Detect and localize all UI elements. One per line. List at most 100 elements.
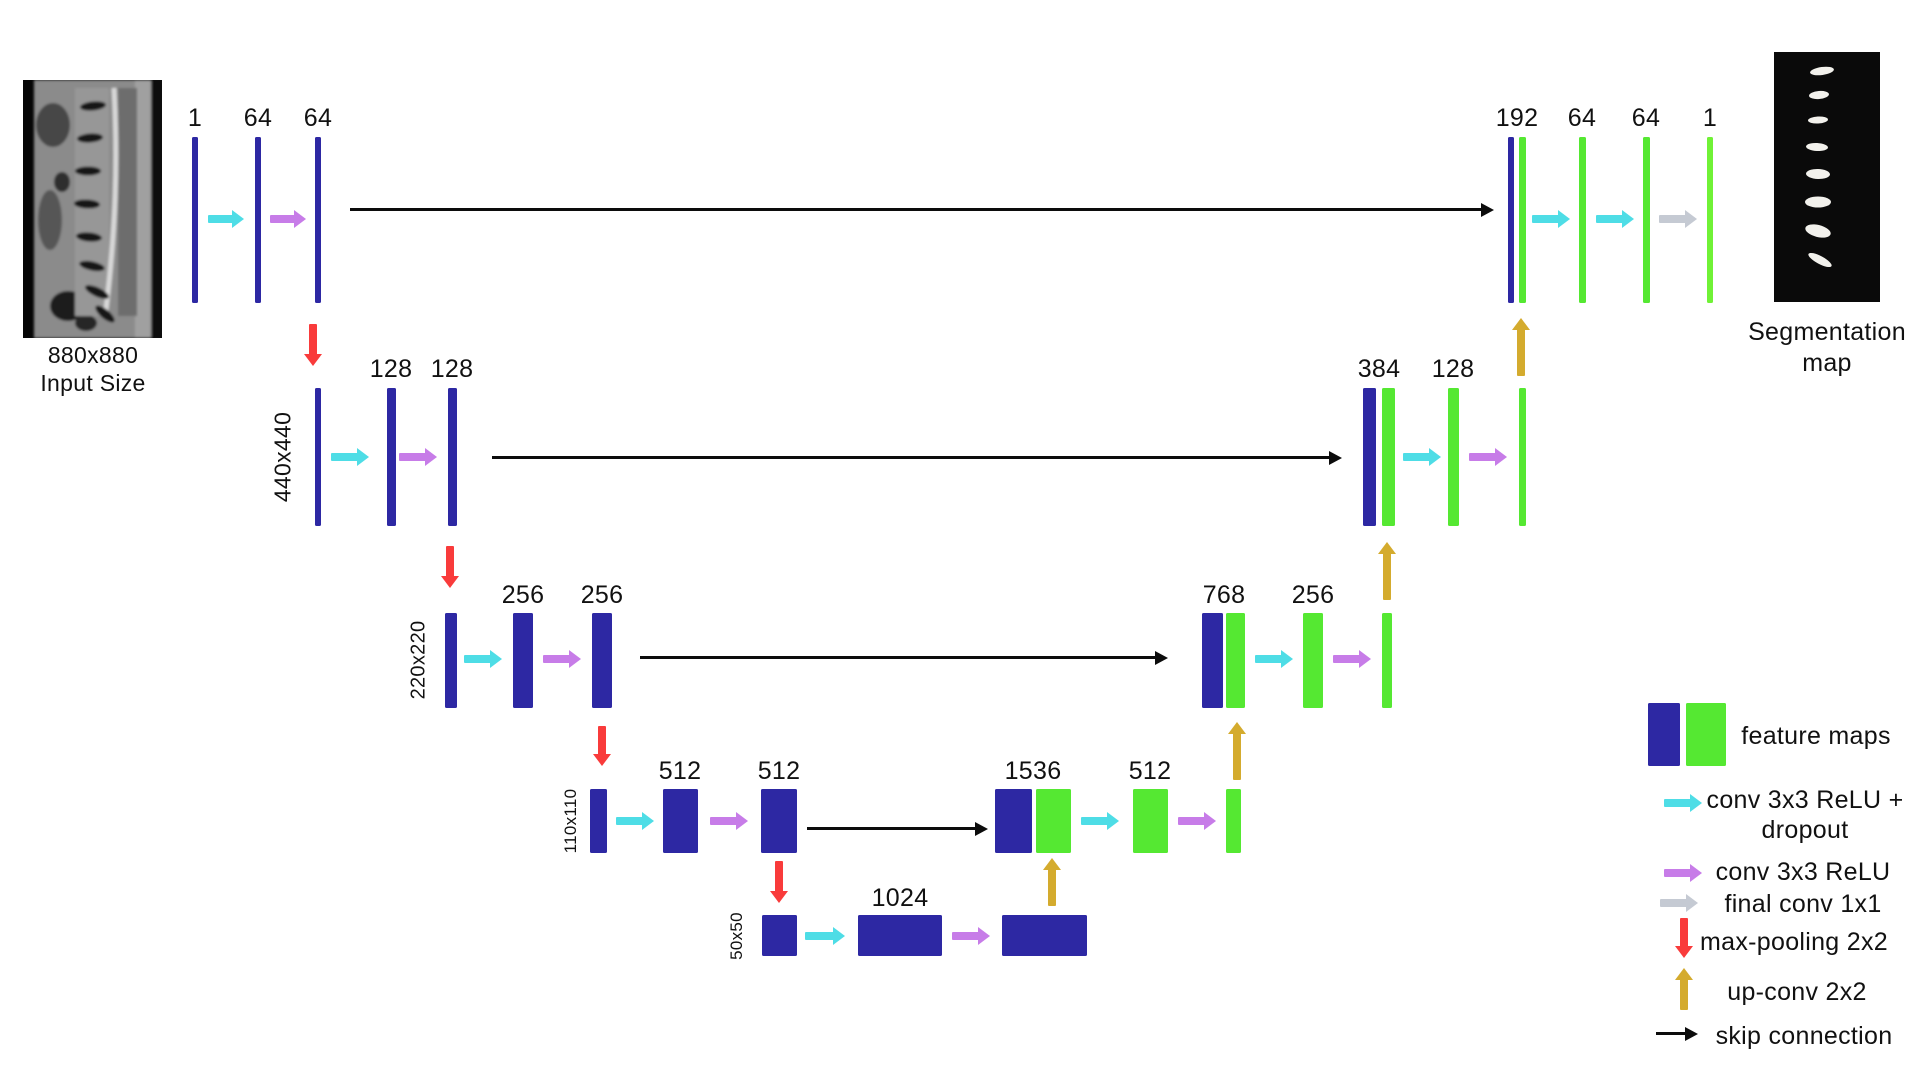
legend-up-conv-label: up-conv 2x2	[1727, 978, 1867, 1006]
resolution-label: 110x110	[561, 788, 580, 854]
max-pool-arrow-icon	[770, 861, 788, 903]
feature-map-bar	[592, 613, 612, 708]
channel-label: 256	[501, 581, 545, 609]
feature-map-bar	[590, 789, 607, 853]
max-pool-arrow-icon	[304, 324, 322, 366]
conv-relu-dropout-arrow-icon	[1664, 794, 1702, 812]
conv-relu-arrow-icon	[270, 210, 306, 228]
feature-map-bar	[315, 137, 321, 303]
feature-map-bar	[1643, 137, 1650, 303]
feature-map-bar	[663, 789, 698, 853]
up-conv-arrow-icon	[1043, 858, 1061, 906]
legend-conv-dropout-label-line1: conv 3x3 ReLU +	[1706, 786, 1904, 814]
conv-relu-dropout-arrow-icon	[464, 650, 502, 668]
conv-relu-dropout-arrow-icon	[1255, 650, 1293, 668]
feature-map-bar	[1036, 789, 1071, 853]
feature-map-bar	[1303, 613, 1323, 708]
feature-map-bar	[1002, 915, 1087, 956]
input-mri-image	[23, 80, 162, 338]
feature-map-bar	[513, 613, 533, 708]
input-size-label: Input Size	[40, 370, 146, 396]
channel-label: 1	[1702, 104, 1718, 132]
legend-navy-feature-map-swatch	[1648, 703, 1680, 766]
legend-conv-dropout-label-line2: dropout	[1761, 816, 1849, 844]
mri-tissue-group	[34, 80, 162, 338]
feature-map-bar	[1202, 613, 1223, 708]
channel-label: 256	[580, 581, 624, 609]
feature-map-bar	[1133, 789, 1168, 853]
max-pool-arrow-icon	[593, 726, 611, 766]
channel-label: 64	[1567, 104, 1597, 132]
conv-relu-arrow-icon	[710, 812, 748, 830]
conv-relu-arrow-icon	[952, 927, 990, 945]
segmentation-map-image	[1774, 52, 1880, 302]
channel-label: 384	[1357, 355, 1401, 383]
feature-map-bar	[1226, 613, 1245, 708]
channel-label: 128	[369, 355, 413, 383]
max-pool-arrow-icon	[441, 546, 459, 588]
skip-connection-arrow	[1656, 1032, 1686, 1035]
feature-map-bar	[192, 137, 198, 303]
conv-relu-dropout-arrow-icon	[1403, 448, 1441, 466]
skip-connection-arrow	[807, 827, 976, 830]
channel-label: 128	[430, 355, 474, 383]
output-caption-line1: Segmentation	[1748, 318, 1906, 346]
feature-map-bar	[1579, 137, 1586, 303]
max-pool-arrow-icon	[1675, 918, 1693, 958]
legend-green-feature-map-swatch	[1686, 703, 1726, 766]
feature-map-bar	[858, 915, 942, 956]
skip-connection-arrow	[350, 208, 1482, 211]
feature-map-bar	[1448, 388, 1459, 526]
conv-relu-dropout-arrow-icon	[1596, 210, 1634, 228]
output-caption-line2: map	[1802, 349, 1852, 377]
conv-relu-arrow-icon	[1469, 448, 1507, 466]
feature-map-bar	[1707, 137, 1713, 303]
legend-final-conv-label: final conv 1x1	[1724, 890, 1882, 918]
conv-relu-dropout-arrow-icon	[1532, 210, 1570, 228]
input-size-value: 880x880	[47, 342, 139, 368]
legend-feature-maps-label: feature maps	[1741, 722, 1891, 750]
feature-map-bar	[1363, 388, 1376, 526]
legend-conv-label: conv 3x3 ReLU	[1715, 858, 1891, 886]
conv-relu-arrow-icon	[1333, 650, 1371, 668]
channel-label: 1024	[871, 884, 929, 912]
channel-label: 1	[187, 104, 203, 132]
resolution-label: 220x220	[407, 620, 430, 700]
channel-label: 1536	[1004, 757, 1062, 785]
segmented-discs-group	[1805, 66, 1834, 268]
skip-connection-arrow	[492, 456, 1330, 459]
channel-label: 512	[757, 757, 801, 785]
conv-relu-arrow-icon	[1178, 812, 1216, 830]
conv-relu-dropout-arrow-icon	[331, 448, 369, 466]
conv-relu-dropout-arrow-icon	[1081, 812, 1119, 830]
feature-map-bar	[448, 388, 457, 526]
channel-label: 64	[243, 104, 273, 132]
feature-map-bar	[1519, 388, 1526, 526]
final-conv-arrow-icon	[1660, 894, 1698, 912]
channel-label: 64	[1631, 104, 1661, 132]
conv-relu-dropout-arrow-icon	[805, 927, 845, 945]
resolution-label: 50x50	[727, 912, 746, 960]
conv-relu-arrow-icon	[399, 448, 437, 466]
feature-map-bar	[387, 388, 396, 526]
conv-relu-arrow-icon	[543, 650, 581, 668]
channel-label: 768	[1202, 581, 1246, 609]
channel-label: 192	[1495, 104, 1539, 132]
feature-map-bar	[1382, 613, 1392, 708]
resolution-label: 440x440	[269, 411, 296, 503]
legend-max-pooling-label: max-pooling 2x2	[1700, 928, 1888, 956]
feature-map-bar	[445, 613, 457, 708]
channel-label: 256	[1291, 581, 1335, 609]
feature-map-bar	[1226, 789, 1241, 853]
up-conv-arrow-icon	[1675, 968, 1693, 1010]
feature-map-bar	[761, 789, 797, 853]
feature-map-bar	[995, 789, 1032, 853]
up-conv-arrow-icon	[1378, 542, 1396, 600]
feature-map-bar	[1508, 137, 1514, 303]
channel-label: 128	[1431, 355, 1475, 383]
channel-label: 512	[658, 757, 702, 785]
conv-relu-dropout-arrow-icon	[616, 812, 654, 830]
feature-map-bar	[315, 388, 321, 526]
conv-relu-arrow-icon	[1664, 864, 1702, 882]
